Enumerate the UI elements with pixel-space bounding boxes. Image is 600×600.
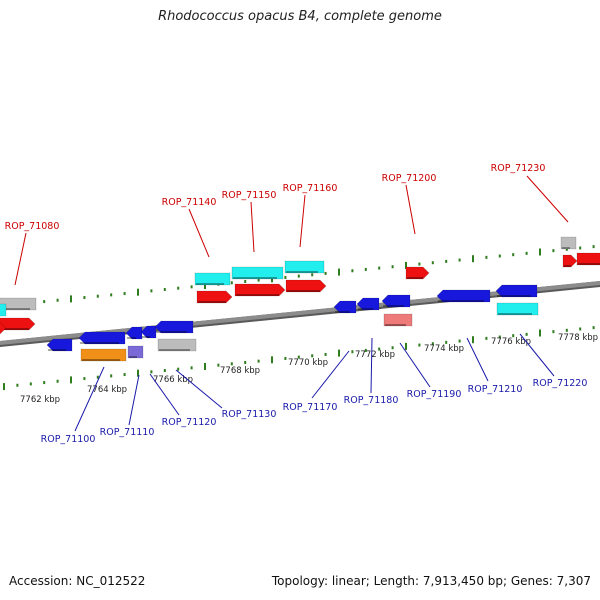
gene-arrow (562, 254, 578, 268)
gene-arrow (140, 325, 157, 339)
gene-arrow (285, 279, 327, 293)
gene-arrow (405, 266, 430, 280)
leader-line (250, 201, 255, 253)
leader-line (299, 194, 306, 248)
scale-label: 7764 kbp (87, 385, 127, 395)
leader-line (519, 333, 555, 377)
map-title: Rhodococcus opacus B4, complete genome (158, 9, 442, 24)
leader-line (149, 373, 180, 416)
gene-arrow (383, 313, 413, 327)
gene-arrow (560, 236, 577, 250)
gene-label: ROP_71230 (491, 163, 546, 174)
leader-line (399, 342, 431, 388)
scale-label: 7776 kbp (491, 337, 531, 347)
gene-arrow (0, 297, 37, 311)
gene-label: ROP_71110 (100, 427, 155, 438)
leader-line (175, 369, 223, 409)
gene-label: ROP_71220 (533, 378, 588, 389)
leader-line (311, 350, 350, 399)
forward-scale-ticks (3, 245, 595, 310)
accession-text: Accession: NC_012522 (9, 574, 146, 588)
gene-label: ROP_71130 (222, 409, 277, 420)
gene-arrow (125, 326, 143, 340)
scale-labels: 7762 kbp 7764 kbp 7766 kbp 7768 kbp 7770 kbp… (20, 333, 598, 405)
gene-arrow (0, 321, 7, 335)
gene-arrow (333, 300, 357, 314)
gene-label: ROP_71200 (382, 173, 437, 184)
scale-label: 7778 kbp (558, 333, 598, 343)
gene-label: ROP_71160 (283, 183, 338, 194)
reverse-scale-ticks (3, 326, 595, 391)
gene-arrow (381, 294, 411, 308)
gene-label: ROP_71170 (283, 402, 338, 413)
leader-line (526, 175, 569, 223)
gene-arrow (495, 284, 538, 298)
gene-arrow (0, 317, 36, 331)
gene-label: ROP_71140 (162, 197, 217, 208)
gene-label: ROP_71120 (162, 417, 217, 428)
leader-line (188, 208, 210, 258)
leader-line (370, 337, 373, 394)
gene-label: ROP_71150 (222, 190, 277, 201)
gene-arrow (496, 302, 539, 316)
gene-arrow (284, 260, 325, 274)
gene-arrow (0, 303, 7, 317)
scale-label: 7770 kbp (288, 358, 328, 368)
gene-arrow (127, 345, 144, 359)
gene-arrow (46, 338, 73, 352)
scale-label: 7772 kbp (355, 350, 395, 360)
gene-label: ROP_71100 (41, 434, 96, 445)
scale-label: 7774 kbp (424, 344, 464, 354)
leader-line (466, 337, 489, 382)
gene-label: ROP_71210 (468, 384, 523, 395)
leader-line (74, 366, 105, 432)
leader-line (128, 374, 140, 426)
gene-arrow (157, 338, 197, 352)
gene-arrow (80, 348, 127, 362)
leader-line (405, 184, 416, 235)
reverse-gene-labels: ROP_71100 ROP_71110 ROP_71120 ROP_71130 ROP_… (41, 333, 588, 445)
gene-arrow (231, 266, 284, 280)
gene-arrow (436, 289, 491, 303)
gene-arrow (194, 272, 231, 286)
forward-gene-labels: ROP_71080 ROP_71140 ROP_71150 ROP_71160 ROP_… (5, 163, 569, 286)
gene-arrow (196, 290, 233, 304)
gene-arrow (78, 331, 126, 345)
scale-label: 7768 kbp (220, 366, 260, 376)
gene-label: ROP_71080 (5, 221, 60, 232)
gene-features (0, 236, 600, 362)
scale-label: 7762 kbp (20, 395, 60, 405)
gene-arrow (356, 297, 380, 311)
gene-arrow (154, 320, 194, 334)
genome-summary-text: Topology: linear; Length: 7,913,450 bp; … (271, 574, 591, 588)
leader-line (14, 232, 27, 286)
gene-arrow (234, 283, 286, 297)
gene-label: ROP_71190 (407, 389, 462, 400)
gene-arrow (576, 252, 600, 266)
scale-label: 7766 kbp (153, 375, 193, 385)
gene-label: ROP_71180 (344, 395, 399, 406)
